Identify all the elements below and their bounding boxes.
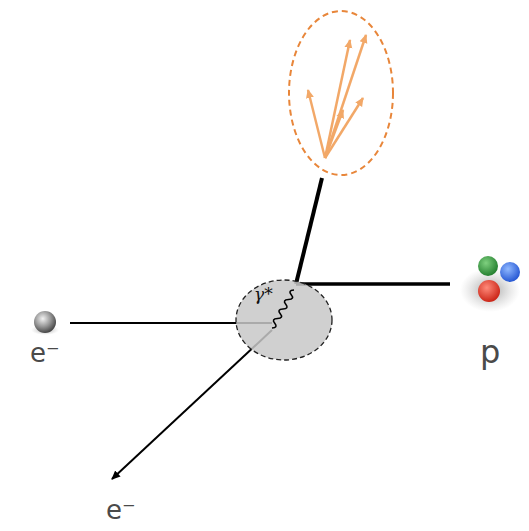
- particle-label: e⁻: [30, 338, 60, 368]
- vertex-label: γ*: [254, 284, 273, 304]
- particle-label: p: [480, 333, 500, 371]
- vertex-blob: γ*: [234, 278, 334, 362]
- photon-line: [272, 290, 294, 328]
- vertex-ellipse: [236, 280, 332, 360]
- struck-quark-line: [296, 178, 322, 284]
- proton-line: [296, 282, 450, 286]
- particle-label: e⁻: [106, 495, 136, 525]
- vertex-shape: [234, 278, 334, 362]
